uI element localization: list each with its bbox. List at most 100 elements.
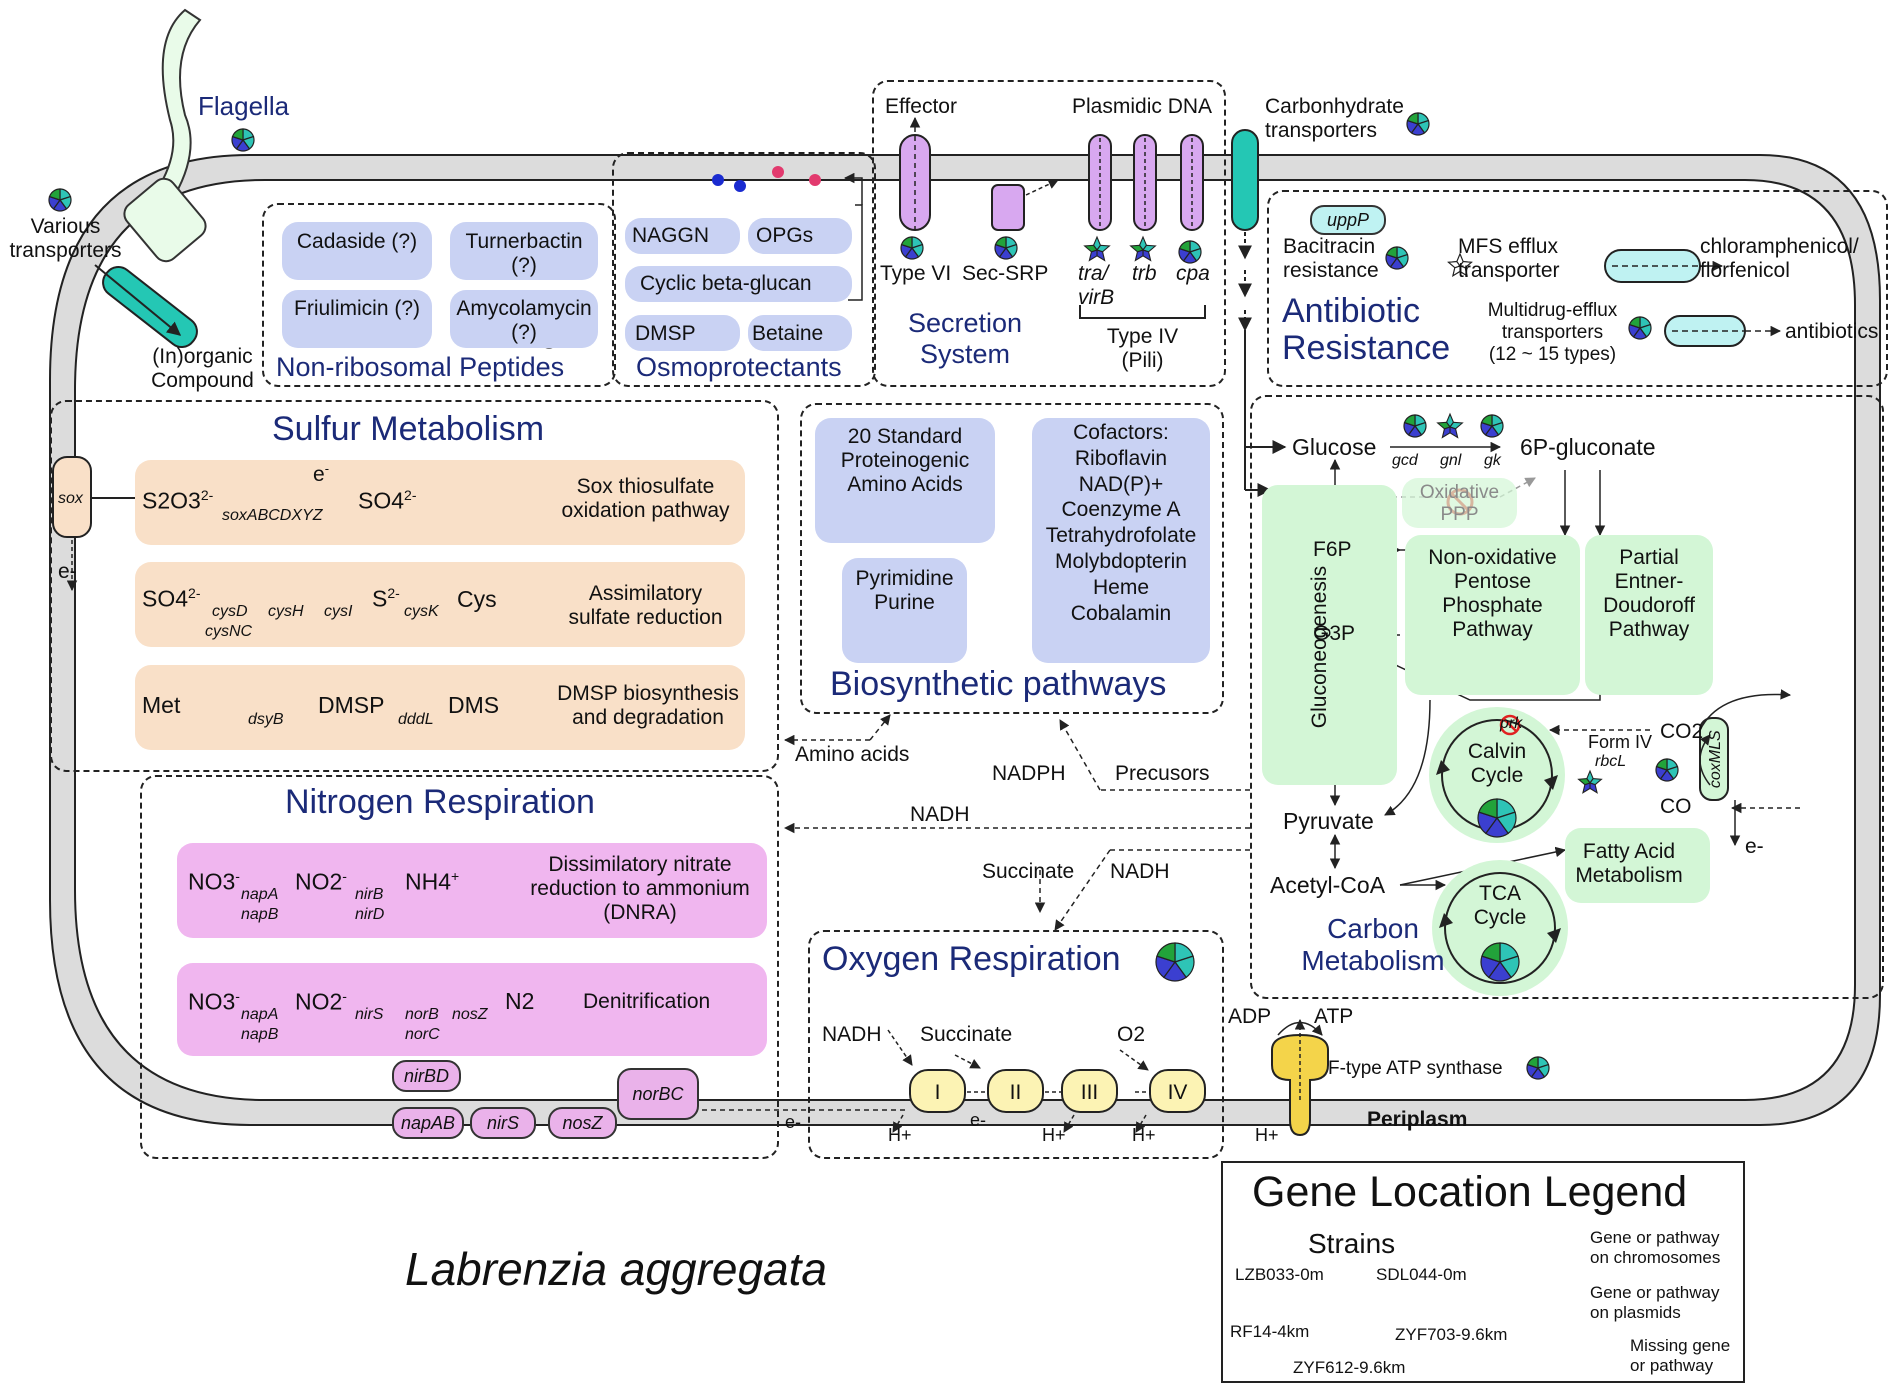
carbon-title: Carbon Metabolism bbox=[1301, 913, 1445, 977]
antibiotics-label: antibiotics bbox=[1785, 320, 1879, 343]
denit-norc: norC bbox=[405, 1026, 440, 1043]
legend-strains-title: Strains bbox=[1308, 1228, 1396, 1259]
complex-iv: IV bbox=[1167, 1081, 1188, 1104]
star-icon bbox=[1129, 235, 1157, 262]
oxygen-title: Oxygen Respiration bbox=[822, 940, 1121, 978]
so4-row2-text: SO4 bbox=[142, 585, 189, 612]
e-charge: - bbox=[324, 461, 330, 476]
pie-slice bbox=[900, 236, 913, 249]
dnra-nh4-charge: + bbox=[451, 868, 460, 884]
star-slice bbox=[1577, 778, 1591, 786]
pie-icon bbox=[1406, 112, 1430, 136]
met-label: Met bbox=[142, 692, 181, 718]
fatty-acid-label: Fatty Acid Metabolism bbox=[1575, 840, 1683, 888]
sox-label: sox bbox=[58, 490, 83, 507]
adp-label: ADP bbox=[1228, 1005, 1272, 1028]
osmo-betaine-box bbox=[748, 315, 852, 351]
nadh2-flow: NADH bbox=[1110, 860, 1170, 883]
gcd-gene: gcd bbox=[1392, 452, 1418, 469]
calvin-label: Calvin Cycle bbox=[1467, 740, 1527, 788]
atp-label: ATP bbox=[1314, 1005, 1354, 1028]
cofactors-box bbox=[1032, 418, 1210, 663]
pie-slice bbox=[1406, 112, 1419, 125]
dsyb-gene: dsyB bbox=[248, 711, 284, 728]
cys-label: Cys bbox=[457, 586, 497, 612]
inorganic-compound-label: (In)organic Compound bbox=[151, 345, 254, 393]
nrp-cadaside-box bbox=[282, 222, 432, 280]
osmo-title: Osmoprotectants bbox=[636, 352, 842, 382]
dmsp-pathway-box bbox=[135, 665, 745, 750]
denitrification-label: Denitrification bbox=[583, 990, 711, 1013]
oxygen-frame bbox=[808, 930, 1224, 1159]
various-transporters-label: Various transporters bbox=[9, 215, 122, 263]
pyruvate-label: Pyruvate bbox=[1283, 808, 1374, 834]
dddl-gene: dddL bbox=[398, 711, 434, 728]
dnra-no2-text: NO2 bbox=[295, 868, 343, 895]
nrp-friulimicin: Friulimicin (?) bbox=[294, 297, 420, 320]
ed-label: Partial Entner- Doudoroff Pathway bbox=[1603, 546, 1695, 642]
gk-gene: gk bbox=[1484, 452, 1501, 469]
e-minus-label: e- bbox=[313, 461, 330, 487]
osmo-dmsp-box bbox=[625, 315, 740, 351]
sulfur-frame bbox=[50, 400, 779, 772]
star-slice bbox=[1436, 421, 1451, 430]
pie-slice bbox=[231, 128, 244, 141]
cysh-gene: cysH bbox=[268, 603, 304, 620]
denit-n2: N2 bbox=[505, 988, 535, 1014]
cofactors-label: Cofactors: Riboflavin NAD(P)+ Coenzyme A… bbox=[1045, 421, 1197, 625]
complex-iii-shape bbox=[1061, 1069, 1118, 1113]
strain-rf14: RF14-4km bbox=[1230, 1322, 1310, 1341]
nrp-title: Non-ribosomal Peptides bbox=[276, 352, 565, 382]
pie-icon bbox=[48, 188, 72, 212]
complex-ii-shape bbox=[987, 1069, 1044, 1113]
sulfur-e-label: e- bbox=[58, 560, 77, 583]
osmo-naggn: NAGGN bbox=[632, 224, 710, 247]
cysk-gene: cysK bbox=[404, 603, 439, 620]
atp-synthase-label: F-type ATP synthase bbox=[1328, 1058, 1503, 1079]
sox-pathway-label: Sox thiosulfate oxidation pathway bbox=[561, 475, 730, 523]
so4-charge: 2- bbox=[404, 487, 417, 503]
legend-frame bbox=[1221, 1161, 1745, 1383]
nitrogen-title: Nitrogen Respiration bbox=[285, 783, 595, 821]
carbon-frame bbox=[1250, 395, 1884, 999]
dmsp-label: DMSP bbox=[318, 692, 385, 718]
oxygen-succinate: Succinate bbox=[920, 1023, 1013, 1046]
acetyl-coa-label: Acetyl-CoA bbox=[1270, 872, 1386, 898]
s2-label: S2- bbox=[372, 585, 400, 612]
gluconeogenesis-box bbox=[1262, 485, 1397, 785]
legend-missing: Missing gene or pathway bbox=[1630, 1336, 1731, 1375]
dnra-label: Dissimilatory nitrate reduction to ammon… bbox=[530, 853, 750, 925]
h-plus-i: H+ bbox=[888, 1125, 912, 1145]
complex-iii: III bbox=[1080, 1081, 1099, 1104]
carbohydrate-transporters-label: Carbonhydrate transporters bbox=[1265, 95, 1404, 143]
amino-acids-flow: Amino acids bbox=[795, 743, 910, 766]
so4-text: SO4 bbox=[358, 487, 405, 514]
osmo-cyclic: Cyclic beta-glucan bbox=[640, 272, 812, 295]
denit-no3: NO3- bbox=[188, 988, 240, 1015]
osmo-betaine: Betaine bbox=[752, 322, 824, 345]
uppp-pill: uppP bbox=[1310, 205, 1386, 235]
precursors-flow: Precusors bbox=[1115, 762, 1210, 785]
s2-text: S bbox=[372, 585, 388, 612]
flagellar-motor bbox=[123, 177, 207, 263]
pie-icon bbox=[1628, 316, 1652, 340]
dnra-napa: napA bbox=[241, 886, 279, 903]
dnra-no2: NO2- bbox=[295, 868, 347, 895]
star-slice bbox=[1083, 244, 1098, 253]
pie-icon bbox=[1480, 414, 1504, 438]
denit-nirs: nirS bbox=[355, 1006, 384, 1023]
dmsp-pathway-label: DMSP biosynthesis and degradation bbox=[557, 682, 739, 730]
pie-slice bbox=[994, 236, 1007, 249]
prk-gene: prk bbox=[1500, 715, 1523, 732]
co2-label: CO2 bbox=[1660, 720, 1704, 743]
nrp-amycolamycin: Amycolamycin (?) bbox=[456, 297, 592, 345]
dnra-no2-charge: - bbox=[342, 868, 347, 884]
type-iv-label: Type IV (Pili) bbox=[1106, 325, 1179, 373]
h-plus-iv: H+ bbox=[1132, 1125, 1156, 1145]
sox-genes: soxABCDXYZ bbox=[222, 507, 323, 524]
chloramphenicol-label: chloramphenicol/ florfenicol bbox=[1700, 235, 1859, 283]
pie-icon bbox=[1477, 798, 1517, 838]
effector-label: Effector bbox=[885, 95, 957, 118]
complex-i: I bbox=[934, 1081, 941, 1104]
tra-virb-label: tra/ virB bbox=[1078, 262, 1115, 310]
